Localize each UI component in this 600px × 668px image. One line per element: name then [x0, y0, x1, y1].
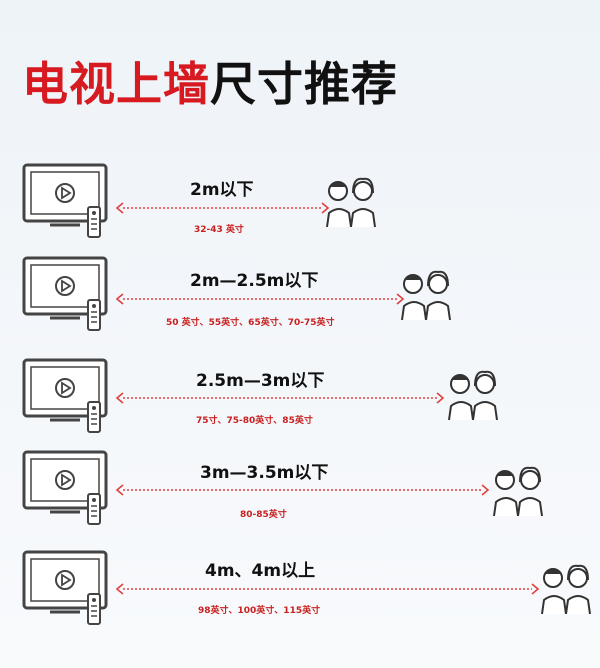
play-icon — [55, 276, 75, 296]
remote-icon — [87, 593, 101, 625]
distance-row-1: 2m以下 32-43 英寸 — [0, 163, 600, 253]
distance-label: 2m以下 — [190, 180, 254, 200]
tv-size-list: 50 英寸、55英寸、65英寸、70-75英寸 — [166, 318, 335, 328]
distance-row-5: 4m、4m以上 98英寸、100英寸、115英寸 — [0, 550, 600, 640]
tv-icon — [22, 450, 108, 525]
distance-arrow — [115, 293, 405, 305]
title-red-part: 电视上墙 — [22, 57, 210, 111]
couple-icon — [448, 370, 498, 420]
distance-arrow — [115, 202, 330, 214]
distance-row-4: 3m—3.5m以下 80-85英寸 — [0, 450, 600, 540]
remote-icon — [87, 299, 101, 331]
play-icon — [55, 378, 75, 398]
tv-size-list: 32-43 英寸 — [194, 225, 244, 235]
distance-label: 2.5m—3m以下 — [196, 371, 325, 391]
remote-icon — [87, 401, 101, 433]
tv-icon — [22, 358, 108, 433]
distance-label: 4m、4m以上 — [205, 561, 316, 581]
distance-row-3: 2.5m—3m以下 75寸、75-80英寸、85英寸 — [0, 358, 600, 448]
distance-arrow — [115, 392, 445, 404]
page-title: 电视上墙尺寸推荐 — [22, 48, 398, 114]
tv-icon — [22, 256, 108, 331]
remote-icon — [87, 206, 101, 238]
play-icon — [55, 183, 75, 203]
tv-icon — [22, 163, 108, 238]
couple-icon — [326, 177, 376, 227]
couple-icon — [541, 564, 591, 614]
tv-icon — [22, 550, 108, 625]
tv-size-list: 75寸、75-80英寸、85英寸 — [196, 416, 313, 426]
tv-size-list: 98英寸、100英寸、115英寸 — [198, 606, 321, 616]
play-icon — [55, 470, 75, 490]
distance-label: 3m—3.5m以下 — [200, 463, 329, 483]
remote-icon — [87, 493, 101, 525]
couple-icon — [401, 270, 451, 320]
tv-size-list: 80-85英寸 — [240, 510, 287, 520]
couple-icon — [493, 466, 543, 516]
distance-label: 2m—2.5m以下 — [190, 271, 319, 291]
distance-arrow — [115, 583, 540, 595]
distance-arrow — [115, 484, 490, 496]
play-icon — [55, 570, 75, 590]
title-black-part: 尺寸推荐 — [210, 57, 398, 111]
distance-row-2: 2m—2.5m以下 50 英寸、55英寸、65英寸、70-75英寸 — [0, 256, 600, 346]
